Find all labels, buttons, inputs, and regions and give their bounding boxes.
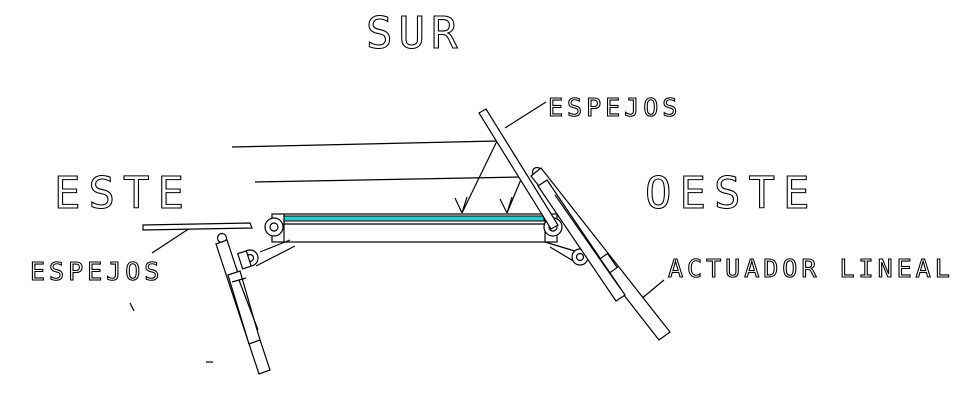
mirror-east-plate — [142, 222, 253, 231]
label-mirrors-left: ESPEJOS — [30, 257, 163, 286]
leader-mirrors-left — [151, 227, 191, 254]
solar-panel — [271, 213, 558, 243]
hinge-left — [264, 217, 284, 237]
reflected-ray-2 — [499, 176, 523, 214]
leader-actuator — [639, 279, 665, 301]
mirror-west-plate — [478, 108, 559, 230]
label-actuator: ACTUADOR LINEAL — [668, 254, 954, 283]
sun-ray-upper — [231, 140, 498, 148]
leader-mirrors-right — [504, 101, 547, 129]
sun-ray-lower — [254, 176, 523, 183]
construction-tick-1 — [129, 302, 135, 312]
label-south: SUR — [366, 8, 463, 59]
actuator-left — [215, 232, 271, 375]
actuator-right — [530, 166, 671, 341]
label-west: OESTE — [645, 168, 817, 219]
reflected-ray-1 — [454, 140, 498, 214]
label-mirrors-right: ESPEJOS — [548, 93, 681, 122]
label-east: ESTE — [54, 168, 192, 219]
